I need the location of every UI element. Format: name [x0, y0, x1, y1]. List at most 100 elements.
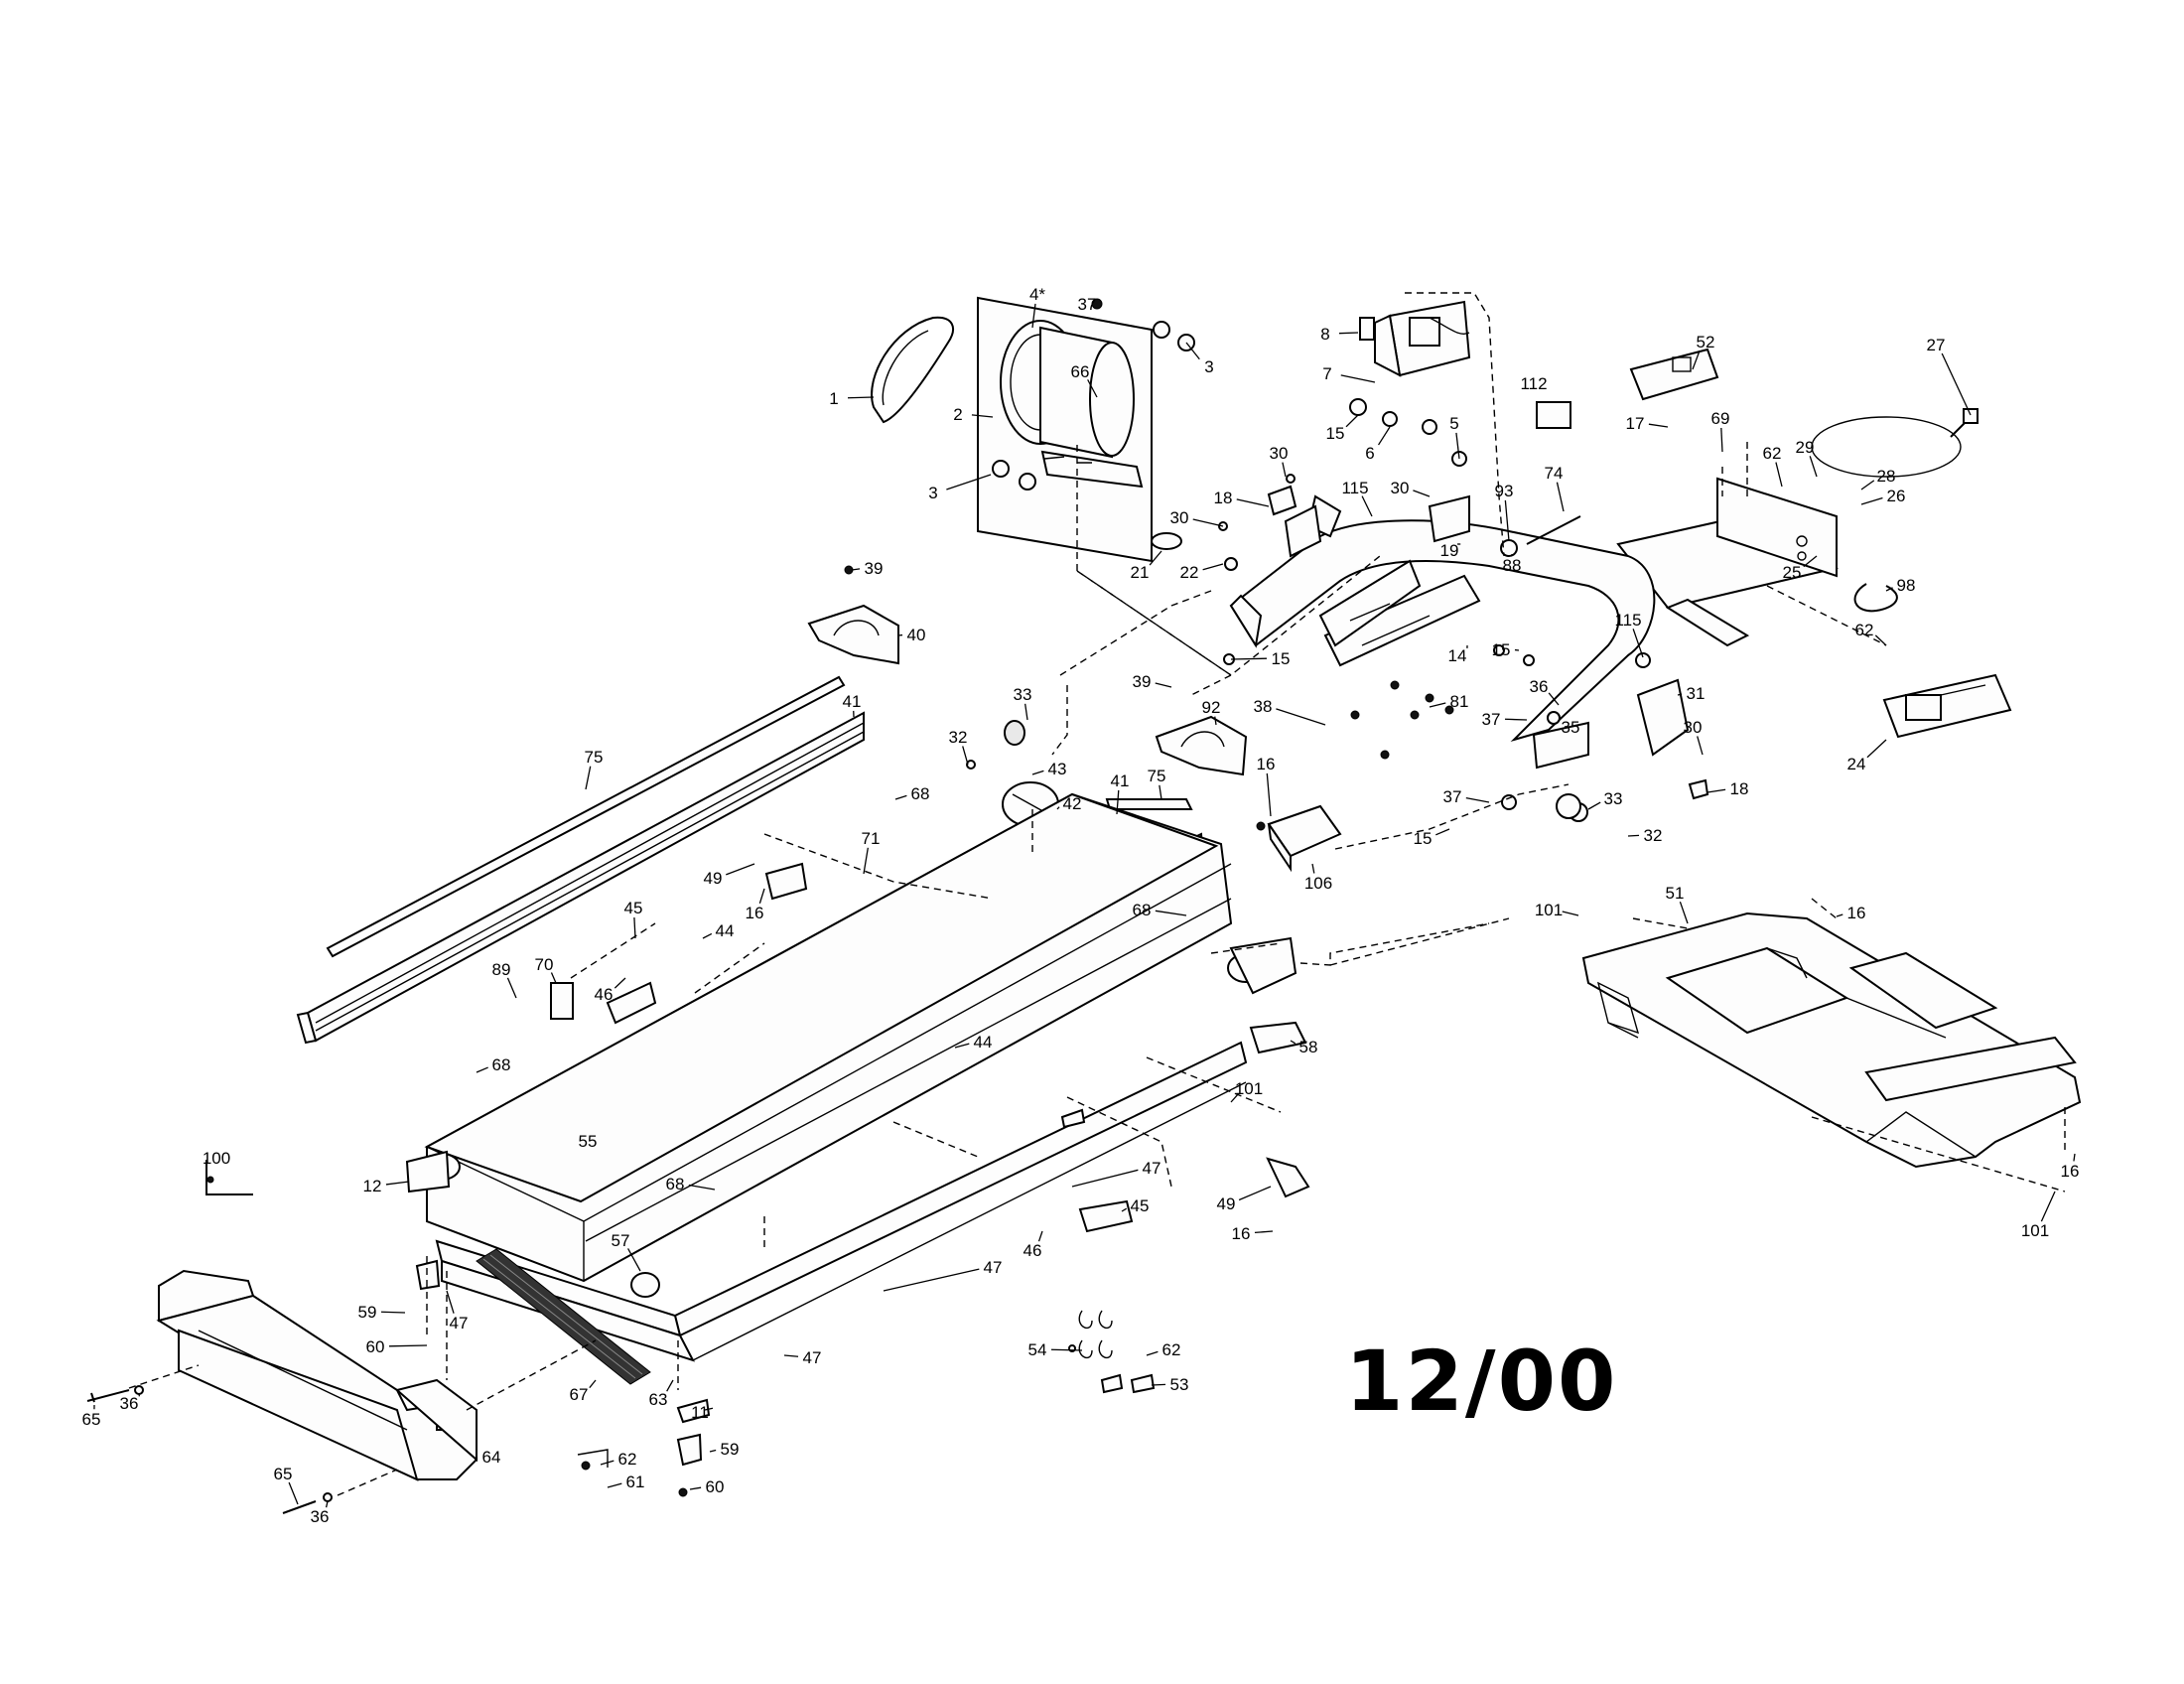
leader-line — [1236, 498, 1270, 507]
leader-line — [1874, 634, 1887, 646]
hex-key-100 — [205, 1160, 253, 1195]
part-number-label: 30 — [1270, 444, 1289, 463]
end-cap-92 — [1155, 715, 1248, 776]
leader-line — [1941, 352, 1972, 416]
part-number-label: 32 — [1644, 826, 1663, 845]
part-number-label: 41 — [843, 692, 862, 711]
part-number-label: 106 — [1304, 874, 1332, 893]
part-number-label: 37 — [1482, 710, 1501, 729]
leader-line — [954, 1043, 970, 1049]
leader-line — [1697, 736, 1704, 756]
part-number-label: 37 — [1443, 787, 1462, 806]
upright-frame — [1229, 485, 1709, 800]
part-number-label: 47 — [803, 1348, 822, 1367]
part-number-label: 37 — [1078, 295, 1097, 314]
isolator-106 — [1256, 804, 1342, 873]
part-number-label: 39 — [1133, 672, 1152, 691]
leader-line — [1361, 495, 1373, 517]
leader-line — [962, 746, 969, 766]
part-number-label: 21 — [1131, 563, 1150, 582]
leader-line — [1031, 770, 1044, 775]
part-number-label: 44 — [716, 921, 735, 940]
part-number-label: 44 — [974, 1033, 993, 1052]
leader-line — [1338, 332, 1359, 335]
leader-line — [585, 766, 592, 790]
power-cord — [1811, 408, 1979, 478]
callout-leader-lines — [93, 303, 2076, 1508]
leader-line — [1185, 342, 1200, 360]
leader-line — [1504, 718, 1528, 721]
part-number-label: 16 — [1232, 1224, 1251, 1243]
part-number-label: 33 — [1014, 685, 1032, 704]
motor-hood-64 — [156, 1269, 478, 1481]
part-number-label: 14 — [1448, 646, 1467, 665]
leader-line — [1587, 801, 1601, 810]
part-number-label: 63 — [649, 1390, 668, 1409]
part-number-label: 51 — [1666, 884, 1685, 903]
part-number-label: 64 — [482, 1448, 501, 1467]
rail-insert-75b — [1105, 798, 1193, 810]
part-number-label: 53 — [1170, 1375, 1189, 1394]
leader-line — [1056, 806, 1060, 810]
part-number-label: 81 — [1450, 692, 1469, 711]
part-number-label: 52 — [1697, 333, 1715, 351]
leader-line — [1214, 716, 1217, 726]
part-number-label: 74 — [1545, 464, 1564, 483]
leader-line — [2040, 1191, 2056, 1222]
part-number-label: 12 — [363, 1177, 382, 1195]
leader-line — [894, 794, 907, 800]
leader-line — [550, 972, 557, 984]
part-number-label: 29 — [1796, 438, 1815, 457]
wire-98 — [1853, 583, 1898, 613]
part-number-label: 61 — [626, 1473, 645, 1491]
leader-line — [1254, 1230, 1274, 1234]
part-number-label: 67 — [570, 1385, 589, 1404]
part-number-label: 41 — [1111, 772, 1130, 790]
leader-line — [709, 1449, 717, 1453]
circuit-breaker — [1359, 317, 1375, 341]
leader-line — [1836, 913, 1843, 917]
part-number-label: 25 — [1783, 563, 1802, 582]
part-number-label: 68 — [1133, 901, 1152, 919]
part-number-label: 40 — [907, 626, 926, 644]
deck-decal-67 — [476, 1248, 651, 1385]
part-number-label: 47 — [450, 1314, 469, 1333]
leader-line — [1803, 555, 1818, 568]
part-number-label: 68 — [666, 1175, 685, 1193]
part-number-label: 66 — [1071, 362, 1090, 381]
leader-line — [851, 568, 861, 571]
part-number-label: 59 — [358, 1303, 377, 1322]
leader-line — [385, 1181, 410, 1186]
leader-line — [1345, 414, 1359, 428]
leader-line — [2073, 1153, 2076, 1162]
leader-line — [1146, 1350, 1159, 1356]
part-number-label: 101 — [2021, 1221, 2049, 1240]
part-number-label: 18 — [1730, 779, 1749, 798]
leader-line — [1556, 482, 1565, 512]
part-number-label: 16 — [2061, 1162, 2080, 1181]
part-number-label: 38 — [1254, 697, 1273, 716]
leader-line — [1116, 789, 1120, 815]
part-number-label: 49 — [704, 869, 723, 888]
base-pan-51 — [1581, 912, 2082, 1169]
leader-line — [1037, 1230, 1043, 1242]
leader-line — [971, 414, 994, 418]
date-code: 12/00 — [1345, 1333, 1617, 1430]
leader-line — [589, 1379, 597, 1389]
leader-line — [1071, 1169, 1139, 1188]
leader-line — [883, 1268, 980, 1292]
leader-line — [946, 474, 992, 491]
part-number-label: 32 — [949, 728, 968, 747]
leader-line — [1627, 834, 1640, 837]
part-number-label: 75 — [1148, 767, 1166, 785]
leader-line — [627, 1248, 641, 1272]
leader-line — [758, 888, 765, 904]
leader-line — [1860, 496, 1883, 505]
part-number-label: 19 — [1440, 541, 1459, 560]
electronics-bracket — [1616, 477, 1839, 647]
leader-line — [1465, 796, 1490, 803]
part-number-label: 7 — [1322, 364, 1331, 383]
part-number-label: 36 — [311, 1507, 330, 1526]
leader-line — [1266, 772, 1272, 817]
leader-line — [1632, 629, 1644, 658]
